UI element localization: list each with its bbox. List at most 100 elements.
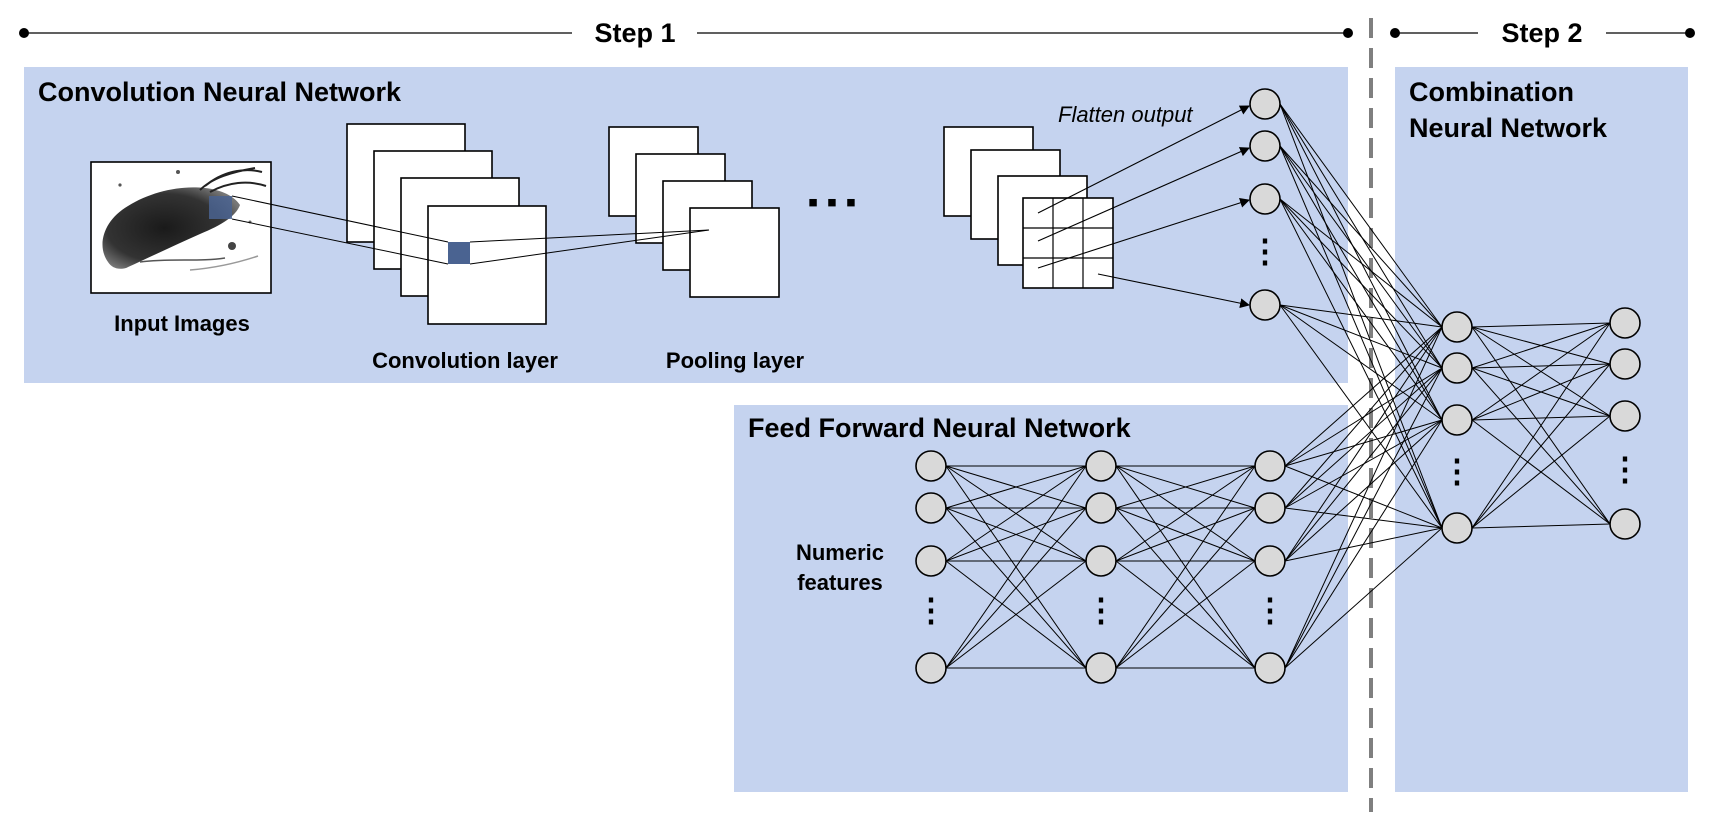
step2-end-dot [1685, 28, 1695, 38]
flatten-arrow [1037, 198, 1250, 269]
connection-edge [1471, 523, 1611, 529]
connection-edge [1471, 363, 1611, 369]
input-image [90, 161, 272, 294]
connection-edge [945, 560, 1087, 669]
connection-edge [1279, 198, 1443, 328]
final-feature-map-stack [943, 126, 1114, 289]
ffnn-input-ellipsis: ⋮ [915, 592, 947, 628]
connection-edge [1284, 326, 1443, 669]
ffnn-input-neuron [915, 545, 947, 577]
connection-edge [1279, 198, 1443, 421]
pooling-layer-stack [608, 126, 780, 298]
connection-edge [1284, 367, 1443, 669]
connection-edge [1115, 465, 1256, 669]
connection-edge [1115, 507, 1256, 669]
ffnn-panel [734, 405, 1348, 792]
flatten-neuron [1249, 183, 1281, 215]
combo-hidden-ellipsis: ⋮ [1441, 453, 1473, 489]
numeric-features-line2: features [797, 570, 883, 595]
pooling-line [469, 229, 710, 243]
ffnn-output-neuron [1254, 492, 1286, 524]
flatten-neuron [1249, 130, 1281, 162]
ffnn-output-neuron [1254, 545, 1286, 577]
connection-edge [1284, 419, 1443, 669]
pool-feature-map [689, 207, 780, 298]
connection-edge [1284, 326, 1443, 562]
flatten-arrow [1037, 105, 1250, 214]
connection-edge [1284, 419, 1443, 562]
ffnn-hidden-ellipsis: ⋮ [1085, 592, 1117, 628]
connection-edge [1471, 322, 1611, 369]
step2-label: Step 2 [1501, 18, 1582, 48]
flatten-arrow [1037, 147, 1250, 242]
convolution-layer-label: Convolution layer [372, 348, 558, 373]
more-layers-ellipsis: ▪ ▪ ▪ [808, 186, 857, 219]
connection-edge [945, 465, 1087, 669]
combination-panel [1395, 67, 1688, 792]
connection-edge [1284, 367, 1443, 562]
flatten-arrow [1097, 273, 1250, 309]
ffnn-output-neuron [1254, 450, 1286, 482]
connection-edge [1284, 326, 1443, 509]
pooling-line [469, 229, 710, 265]
input-images-label: Input Images [114, 311, 250, 336]
connection-edge [1284, 367, 1443, 509]
connection-edge [1115, 560, 1256, 669]
receptive-field-line [231, 195, 449, 243]
connection-edge [945, 465, 1087, 562]
connection-edge [1471, 415, 1611, 529]
connection-edge [1279, 145, 1443, 328]
connection-edge [1284, 527, 1443, 669]
step1-label: Step 1 [594, 18, 675, 48]
combination-title-line2: Neural Network [1409, 113, 1608, 143]
combo-output-neuron [1609, 307, 1641, 339]
network-neurons [915, 88, 1641, 684]
connection-edge [1284, 326, 1443, 467]
step2-header: Step 2 [1390, 18, 1695, 48]
connection-edge [1279, 198, 1443, 369]
connection-edge [1471, 363, 1611, 421]
combination-title-line1: Combination [1409, 77, 1574, 107]
connection-edge [1279, 198, 1443, 529]
connection-edge [1279, 304, 1443, 328]
connection-edge [1115, 465, 1256, 509]
combo-output-neuron [1609, 348, 1641, 380]
ffnn-hidden-neuron [1085, 492, 1117, 524]
ffnn-title: Feed Forward Neural Network [748, 413, 1132, 443]
flatten-neuron [1249, 289, 1281, 321]
ffnn-hidden-neuron [1085, 545, 1117, 577]
step2-start-dot [1390, 28, 1400, 38]
connection-edge [945, 465, 1087, 509]
ffnn-output-ellipsis: ⋮ [1254, 592, 1286, 628]
ffnn-hidden-neuron [1085, 450, 1117, 482]
connection-edge [1471, 363, 1611, 529]
cnn-title: Convolution Neural Network [38, 77, 402, 107]
connection-edge [1471, 322, 1611, 328]
ffnn-output-neuron [1254, 652, 1286, 684]
connection-edge [1279, 145, 1443, 369]
numeric-features-line1: Numeric [796, 540, 884, 565]
flatten-ellipsis: ⋮ [1249, 233, 1281, 269]
flatten-output-label: Flatten output [1058, 102, 1193, 127]
conv-feature-map [427, 205, 547, 325]
connection-edge [945, 507, 1087, 562]
step1-start-dot [19, 28, 29, 38]
combo-output-neuron [1609, 400, 1641, 432]
combo-hidden-neuron [1441, 352, 1473, 384]
flatten-neuron [1249, 88, 1281, 120]
conv-activation-patch [448, 242, 470, 264]
receptive-field-line [231, 218, 449, 265]
ffnn-input-neuron [915, 652, 947, 684]
connection-edge [1115, 465, 1256, 562]
connection-edge [1471, 415, 1611, 421]
connection-edge [945, 507, 1087, 669]
network-connections [945, 103, 1611, 669]
combo-hidden-neuron [1441, 512, 1473, 544]
convolution-layer-stack [346, 123, 547, 325]
ffnn-input-neuron [915, 492, 947, 524]
combo-hidden-neuron [1441, 311, 1473, 343]
step1-end-dot [1343, 28, 1353, 38]
ffnn-input-neuron [915, 450, 947, 482]
